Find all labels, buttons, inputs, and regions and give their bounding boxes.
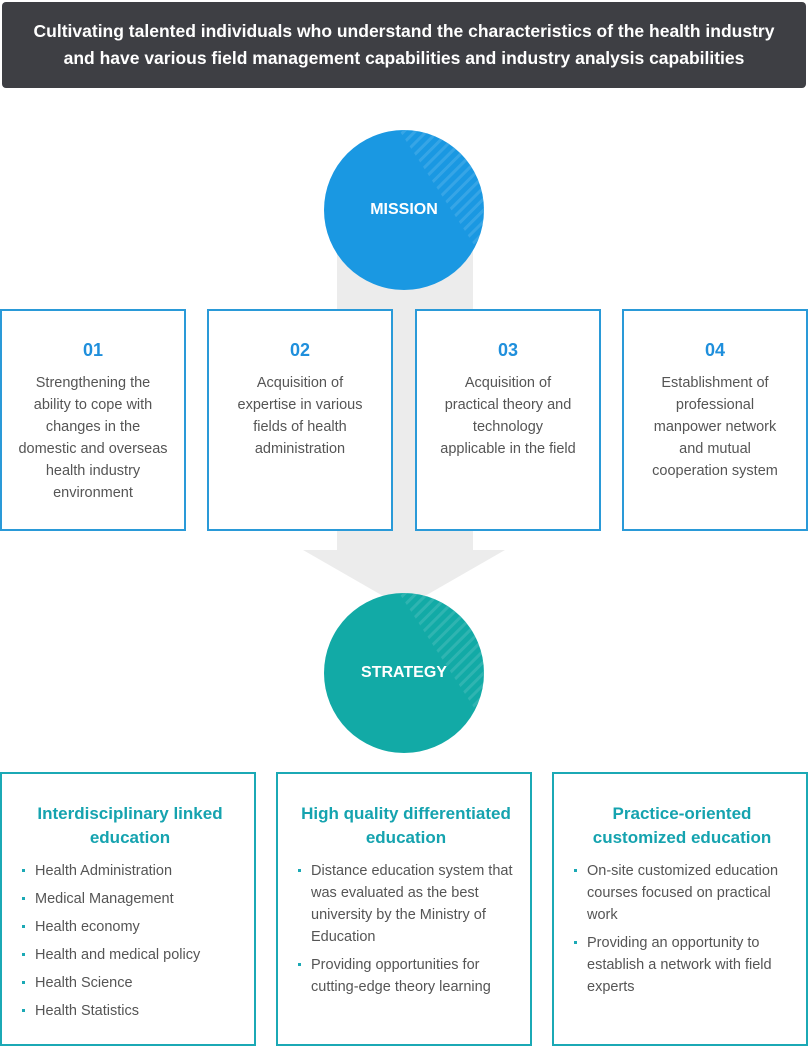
strategy-point-list: On-site customized education courses foc… [574, 860, 790, 998]
mission-item-01: 01 Strengthening the ability to cope wit… [0, 309, 186, 531]
mission-item-text: Establishment of professional manpower n… [652, 375, 778, 479]
mission-item-number: 04 [704, 340, 726, 360]
bullet-icon [22, 925, 25, 928]
list-item-text: Health Science [35, 975, 133, 991]
bullet-icon [22, 897, 25, 900]
vision-banner: Cultivating talented individuals who und… [2, 2, 806, 88]
strategy-point-list: Health Administration Medical Management… [22, 860, 238, 1022]
mission-item-04: 04 Establishment of professional manpowe… [622, 309, 808, 531]
bullet-icon [22, 981, 25, 984]
list-item-text: Providing opportunities for cutting-edge… [311, 957, 491, 995]
strategy-card-practice-oriented: Practice-oriented customized education O… [552, 772, 808, 1046]
strategy-card-interdisciplinary: Interdisciplinary linked education Healt… [0, 772, 256, 1046]
banner-line-1: Cultivating talented individuals who und… [33, 21, 775, 41]
mission-item-02: 02 Acquisition of expertise in various f… [207, 309, 393, 531]
strategy-circle: STRATEGY [324, 593, 484, 753]
strategy-point-list: Distance education system that was evalu… [298, 860, 514, 998]
bullet-icon [574, 941, 577, 944]
banner-line-2: and have various field management capabi… [63, 48, 745, 68]
list-item-text: On-site customized education courses foc… [587, 863, 779, 923]
strategy-card-high-quality: High quality differentiated education Di… [276, 772, 532, 1046]
list-item-text: Providing an opportunity to establish a … [587, 935, 772, 995]
list-item: Providing opportunities for cutting-edge… [298, 954, 514, 998]
mission-item-text: Acquisition of expertise in various fiel… [237, 375, 363, 457]
list-item-text: Health Statistics [35, 1003, 139, 1019]
bullet-icon [574, 869, 577, 872]
strategy-stripes-decoration [399, 593, 484, 723]
flow-arrow-head [303, 550, 505, 608]
bullet-icon [22, 953, 25, 956]
mission-item-text: Strengthening the ability to cope with c… [18, 375, 168, 501]
mission-item-number: 03 [497, 340, 519, 360]
mission-item-text: Acquisition of practical theory and tech… [440, 375, 576, 457]
mission-circle: MISSION [324, 130, 484, 290]
mission-item-03: 03 Acquisition of practical theory and t… [415, 309, 601, 531]
list-item: Health economy [22, 916, 238, 938]
strategy-label: STRATEGY [361, 664, 447, 681]
list-item-text: Health Administration [35, 863, 173, 879]
mission-label: MISSION [370, 201, 438, 218]
list-item: Health Administration [22, 860, 238, 882]
mission-stripes-decoration [399, 130, 484, 260]
bullet-icon [22, 1009, 25, 1012]
bullet-icon [298, 869, 301, 872]
strategy-card-title: Practice-oriented customized education [592, 804, 772, 847]
list-item: Providing an opportunity to establish a … [574, 932, 790, 998]
list-item: Health and medical policy [22, 944, 238, 966]
list-item-text: Medical Management [35, 891, 174, 907]
strategy-card-title: Interdisciplinary linked education [37, 804, 223, 847]
bullet-icon [298, 963, 301, 966]
list-item: Health Statistics [22, 1000, 238, 1022]
list-item: Health Science [22, 972, 238, 994]
list-item-text: Health and medical policy [35, 947, 201, 963]
list-item: Distance education system that was evalu… [298, 860, 514, 948]
mission-item-number: 02 [289, 340, 311, 360]
list-item: On-site customized education courses foc… [574, 860, 790, 926]
list-item: Medical Management [22, 888, 238, 910]
bullet-icon [22, 869, 25, 872]
strategy-card-title: High quality differentiated education [301, 804, 511, 847]
mission-item-number: 01 [82, 340, 104, 360]
list-item-text: Health economy [35, 919, 140, 935]
list-item-text: Distance education system that was evalu… [311, 863, 513, 945]
